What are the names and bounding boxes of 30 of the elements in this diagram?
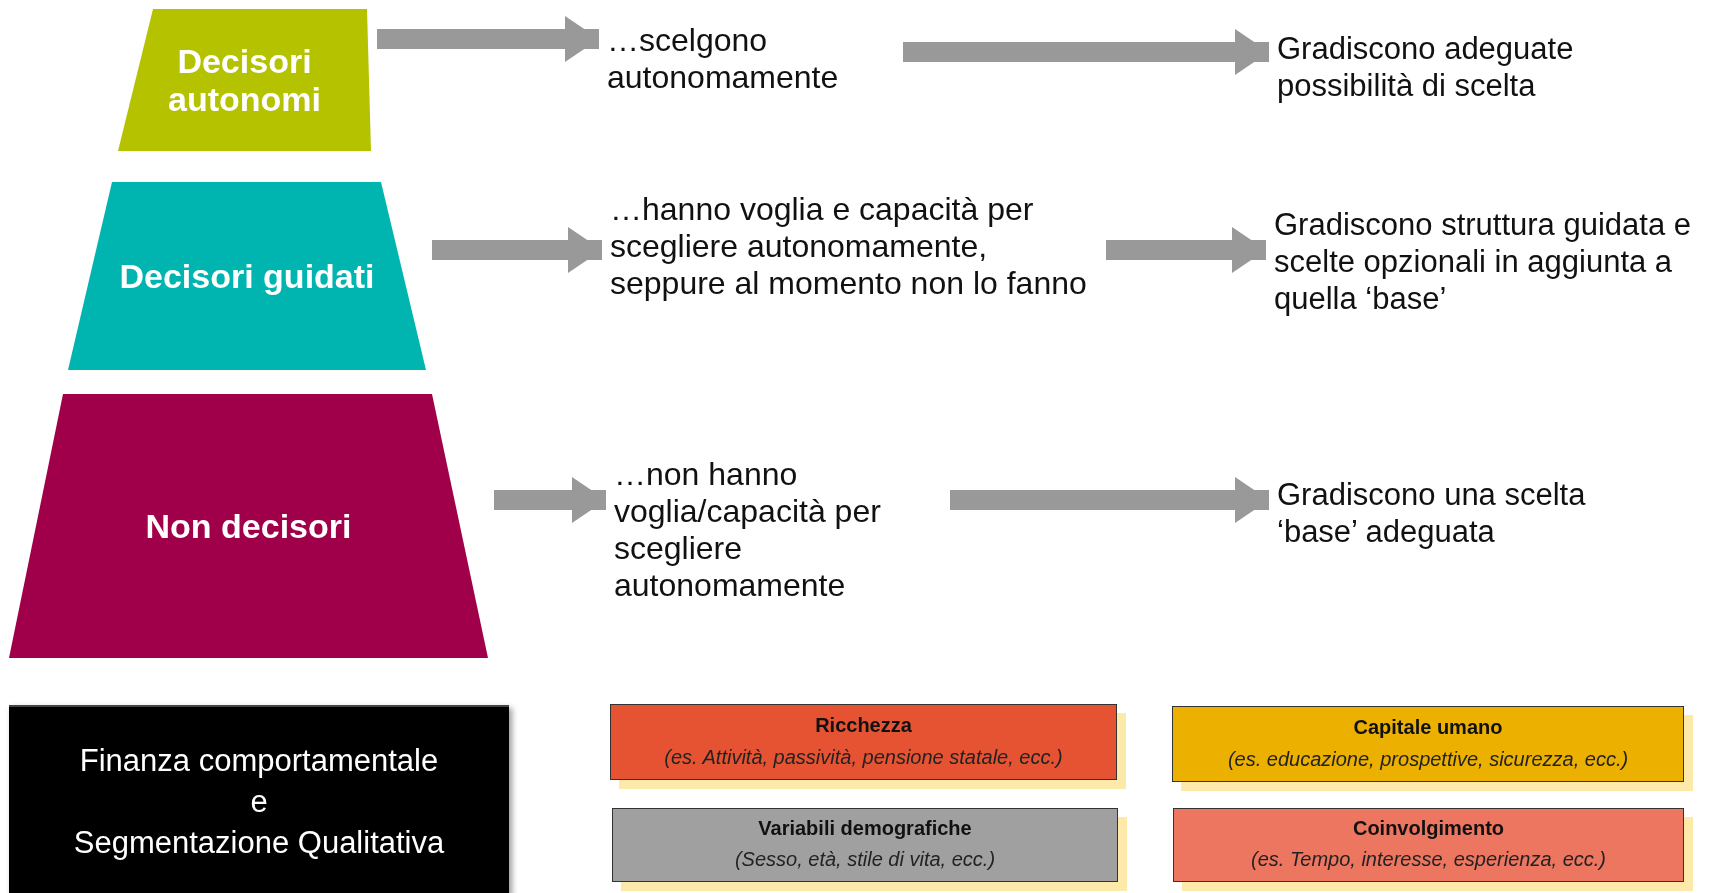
description-text: …scelgono autonomamente xyxy=(607,22,840,96)
panel-title: e xyxy=(250,782,268,821)
tier-label: Decisori guidati xyxy=(118,257,376,295)
description-text: …hanno voglia e capacità per scegliere autonomamente, seppure al momento non lo fanno xyxy=(610,191,1088,302)
block-arrow xyxy=(432,227,602,273)
card-heading: Coinvolgimento xyxy=(1352,817,1505,840)
card-heading: Variabili demografiche xyxy=(758,817,972,840)
panel-title: Segmentazione Qualitativa xyxy=(73,823,445,862)
block-arrow xyxy=(950,477,1269,523)
block-arrow xyxy=(494,477,606,523)
description-text: Gradiscono struttura guidata e scelte opzionali in aggiunta a quella ‘base’ xyxy=(1274,206,1692,317)
card-heading: Ricchezza xyxy=(815,713,912,737)
title-panel xyxy=(9,705,509,893)
card-examples: (es. Tempo, interesse, esperienza, ecc.) xyxy=(1251,848,1606,871)
card-examples: (es. educazione, prospettive, sicurezza, ecc.) xyxy=(1227,747,1629,771)
pyramid-tier xyxy=(118,9,371,151)
card-heading: Capitale umano xyxy=(1353,715,1503,739)
description-text: Gradiscono una scelta ‘base’ adeguata xyxy=(1277,476,1587,550)
tier-label: Decisori autonomi xyxy=(167,42,322,118)
panel-title: Finanza comportamentale xyxy=(79,741,439,780)
card-examples: (Sesso, età, stile di vita, ecc.) xyxy=(734,848,996,871)
pyramid-tier xyxy=(9,394,488,658)
tier-label: Non decisori xyxy=(144,507,353,545)
description-text: Gradiscono adeguate possibilità di scelta xyxy=(1277,30,1575,104)
block-arrow xyxy=(1106,227,1266,273)
block-arrow xyxy=(377,16,599,62)
pyramid-tier xyxy=(68,182,426,370)
description-text: …non hanno voglia/capacità per scegliere autonomamente xyxy=(614,456,882,604)
block-arrow xyxy=(903,29,1269,75)
card-examples: (es. Attività, passività, pensione statale, ecc.) xyxy=(664,745,1063,769)
